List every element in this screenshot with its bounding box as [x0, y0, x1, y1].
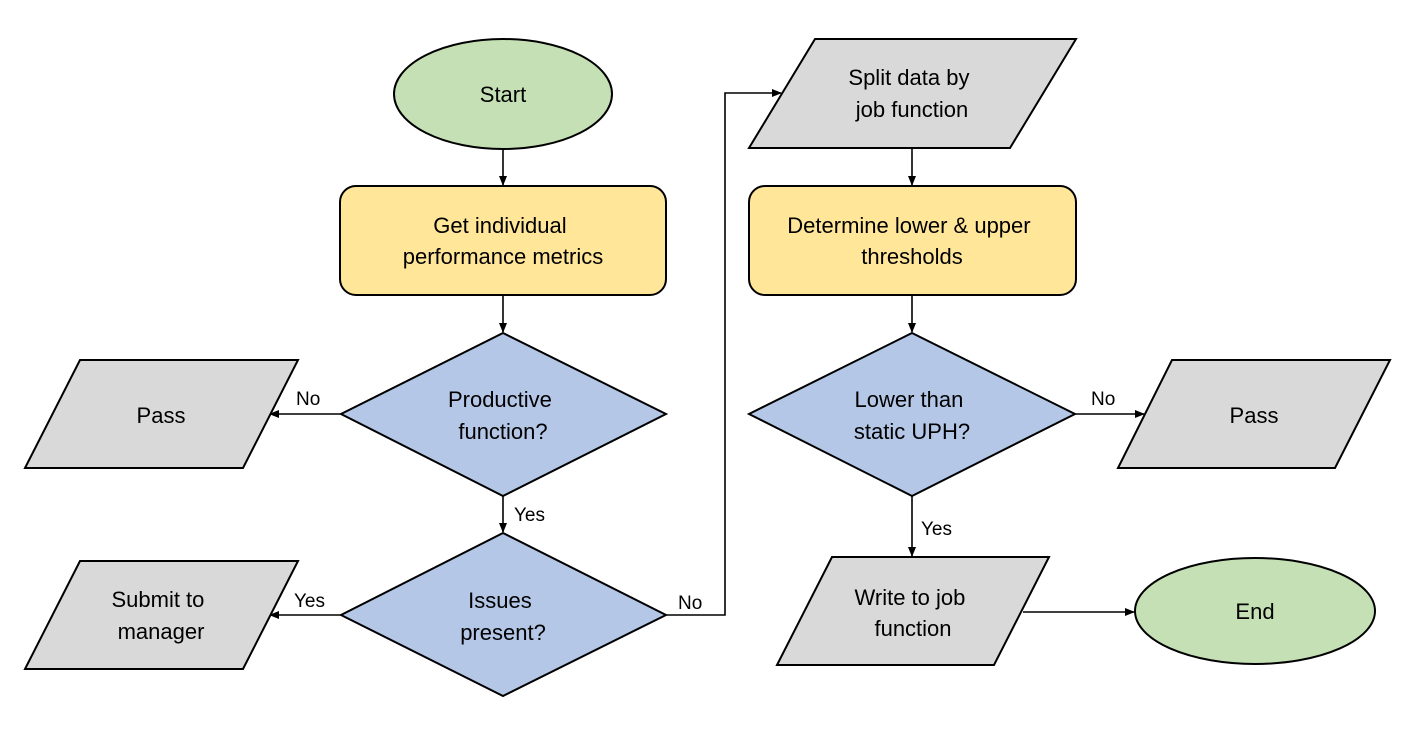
- node-start-label: Start: [480, 82, 526, 107]
- node-write-job-function-line-1: Write to job: [855, 585, 966, 610]
- node-submit-manager-line-1: Submit to: [111, 587, 204, 612]
- node-determine-thresholds-line-2: thresholds: [861, 244, 963, 269]
- node-split-data-line-2: job function: [855, 97, 969, 122]
- get-metrics-process-shape: [339, 185, 667, 296]
- node-submit-manager-label: Submit to manager: [111, 587, 210, 644]
- edges: [269, 89, 1145, 619]
- node-pass-left-line-1: Pass: [137, 403, 186, 428]
- split-data-io-shape: [747, 38, 1078, 149]
- start-terminal-shape: [393, 38, 613, 150]
- determine-thresholds-process-shape: [748, 185, 1077, 296]
- node-productive-function: Productive function?: [338, 331, 669, 498]
- node-submit-manager: Submit to manager: [23, 560, 300, 670]
- node-pass-left: Pass: [23, 359, 300, 469]
- node-split-data-line-1: Split data by: [848, 65, 969, 90]
- node-start-line-1: Start: [480, 82, 526, 107]
- edge-label-lower-no: No: [1091, 389, 1115, 410]
- node-get-metrics-line-2: performance metrics: [403, 244, 604, 269]
- node-start: Start: [393, 38, 613, 150]
- node-get-metrics-line-1: Get individual: [433, 213, 566, 238]
- edge-label-lower-yes: Yes: [921, 519, 952, 540]
- node-write-job-function: Write to job function: [775, 556, 1051, 666]
- node-get-metrics-label: Get individual performance metrics: [403, 213, 604, 269]
- node-submit-manager-line-2: manager: [118, 619, 205, 644]
- pass-right-io-shape: [1116, 359, 1392, 469]
- node-determine-thresholds-line-1: Determine lower & upper: [787, 213, 1030, 238]
- node-productive-function-line-1: Productive: [448, 387, 552, 412]
- node-issues-present-line-2: present?: [460, 620, 546, 645]
- node-issues-present: Issues present?: [338, 531, 669, 698]
- productive-function-decision-shape: [338, 331, 669, 498]
- pass-left-io-shape: [23, 359, 300, 469]
- node-end: End: [1134, 557, 1376, 665]
- node-issues-present-label: Issues present?: [460, 588, 546, 645]
- node-end-label: End: [1235, 599, 1274, 624]
- node-productive-function-line-2: function?: [458, 419, 547, 444]
- write-job-function-io-shape: [775, 556, 1051, 666]
- edge-label-issues-no: No: [678, 593, 702, 614]
- node-lower-than-static-label: Lower than static UPH?: [854, 387, 970, 444]
- node-pass-right-line-1: Pass: [1230, 403, 1279, 428]
- node-pass-right-label: Pass: [1230, 403, 1279, 428]
- node-lower-than-static-line-2: static UPH?: [854, 419, 970, 444]
- node-end-line-1: End: [1235, 599, 1274, 624]
- node-split-data-label: Split data by job function: [848, 65, 975, 122]
- node-productive-function-label: Productive function?: [448, 387, 558, 444]
- node-pass-left-label: Pass: [137, 403, 186, 428]
- edge-labels: No Yes Yes No No Yes: [294, 389, 1115, 614]
- submit-manager-io-shape: [23, 560, 300, 670]
- issues-present-decision-shape: [338, 531, 669, 698]
- lower-than-static-decision-shape: [746, 331, 1078, 498]
- node-determine-thresholds: Determine lower & upper thresholds: [748, 185, 1077, 296]
- node-pass-right: Pass: [1116, 359, 1392, 469]
- node-lower-than-static: Lower than static UPH?: [746, 331, 1078, 498]
- node-get-metrics: Get individual performance metrics: [339, 185, 667, 296]
- node-write-job-function-line-2: function: [874, 616, 951, 641]
- node-lower-than-static-line-1: Lower than: [855, 387, 964, 412]
- edge-label-issues-yes: Yes: [294, 591, 325, 612]
- node-split-data: Split data by job function: [747, 38, 1078, 149]
- edge-label-productive-yes: Yes: [514, 505, 545, 526]
- end-terminal-shape: [1134, 557, 1376, 665]
- edge-label-productive-no: No: [296, 389, 320, 410]
- node-issues-present-line-1: Issues: [468, 588, 532, 613]
- node-determine-thresholds-label: Determine lower & upper thresholds: [787, 213, 1036, 269]
- edge-issues-no-to-split-data: [666, 89, 782, 616]
- node-write-job-function-label: Write to job function: [855, 585, 972, 641]
